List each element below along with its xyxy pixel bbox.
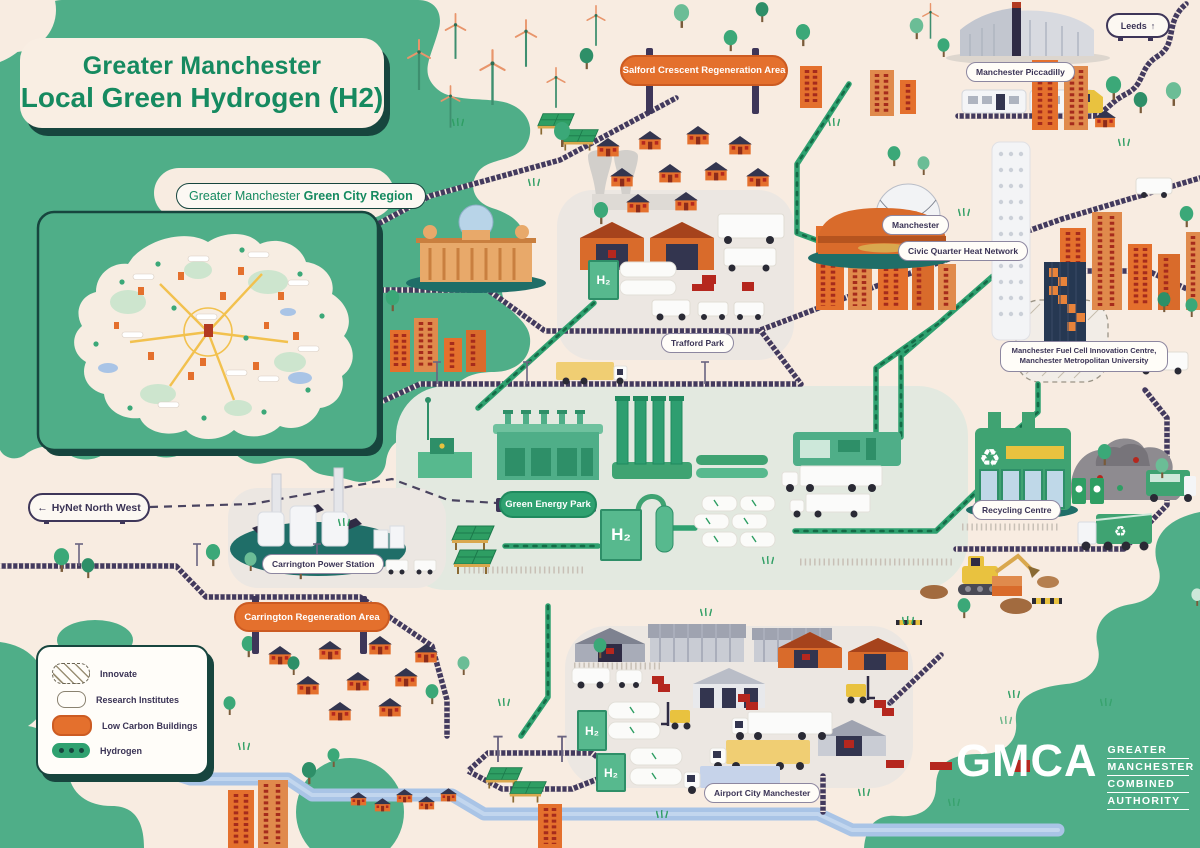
gmca-acronym: GMCA: [956, 735, 1098, 786]
sign-carrington-regeneration: Carrington Regeneration Area: [234, 602, 390, 632]
green-energy-park-complex: [418, 396, 901, 575]
hydrogen-swatch-icon: [52, 743, 90, 758]
poster-title-line2: Local Green Hydrogen (H2): [20, 82, 384, 113]
label-civic-quarter: Civic Quarter Heat Network: [898, 241, 1029, 261]
legend-item-research: Research Institutes: [52, 691, 207, 708]
legend-low-carbon-label: Low Carbon Buildings: [102, 720, 198, 731]
inset-map-panel: [36, 210, 383, 456]
legend-innovate-label: Innovate: [100, 668, 138, 679]
gmca-word: AUTHORITY: [1107, 793, 1190, 810]
label-recycling-centre: Recycling Centre: [972, 500, 1062, 520]
low-carbon-swatch-icon: [52, 715, 92, 736]
label-fuel-cell-line2: Manchester Metropolitan University: [1019, 356, 1149, 366]
poster-title-card: Greater Manchester Local Green Hydrogen …: [20, 38, 384, 128]
fences: [464, 523, 1060, 670]
research-swatch-icon: [57, 691, 86, 708]
label-fuel-cell-line1: Manchester Fuel Cell Innovation Centre,: [1011, 346, 1157, 355]
label-fuel-cell-centre: Manchester Fuel Cell Innovation Centre, …: [1000, 341, 1168, 372]
gmca-logo: GMCA GREATER MANCHESTER COMBINED AUTHORI…: [956, 735, 1193, 810]
h2-plant-label: H₂: [600, 509, 642, 561]
h2-plant-label: H₂: [596, 753, 626, 792]
label-carrington-power-station: Carrington Power Station: [262, 554, 385, 574]
label-trafford-park: Trafford Park: [661, 333, 734, 353]
legend-item-low-carbon: Low Carbon Buildings: [52, 715, 207, 736]
label-airport-city: Airport City Manchester: [704, 783, 821, 803]
piccadilly-station: [946, 2, 1110, 65]
railway-lines: [0, 1, 1200, 815]
fuel-cell-centre: [1038, 262, 1092, 352]
arrow-up-icon: ↑: [1150, 20, 1156, 31]
label-manchester-piccadilly: Manchester Piccadilly: [966, 62, 1075, 82]
label-manchester: Manchester: [882, 215, 950, 235]
poster-title-line1: Greater Manchester: [82, 52, 322, 80]
sign-hynet-north-west: ← HyNet North West: [28, 493, 150, 522]
inset-map-title-bold: Green City Region: [303, 189, 413, 203]
gmca-word: COMBINED: [1107, 776, 1190, 793]
sign-leeds-label: Leeds: [1120, 20, 1147, 31]
h2-plant-label: H₂: [577, 710, 607, 751]
construction-zone: [896, 553, 1062, 625]
hynet-dashed-line: [149, 477, 498, 509]
west-clusters: [74, 318, 710, 848]
legend-hydrogen-label: Hydrogen: [100, 745, 143, 756]
gmca-word: MANCHESTER: [1107, 759, 1193, 776]
arrow-left-icon: ←: [37, 501, 48, 514]
svg-text:♻: ♻: [979, 444, 1001, 472]
sign-green-energy-park: Green Energy Park: [499, 491, 597, 518]
map-legend: Innovate Research Institutes Low Carbon …: [36, 645, 209, 776]
gmca-word: GREATER: [1107, 742, 1190, 759]
sign-gep-label: Green Energy Park: [505, 499, 591, 510]
legend-item-innovate: Innovate: [52, 663, 207, 684]
legend-research-label: Research Institutes: [96, 694, 180, 705]
inset-map-title: Greater Manchester Green City Region: [176, 183, 426, 209]
svg-text:♻: ♻: [1114, 524, 1127, 540]
sign-salford-crescent-label: Salford Crescent Regeneration Area: [622, 65, 786, 76]
inset-map-title-regular: Greater Manchester: [189, 189, 301, 203]
h2-plant-label: H₂: [588, 260, 619, 300]
innovate-swatch-icon: [52, 663, 90, 684]
sign-hynet-label: HyNet North West: [51, 501, 141, 514]
sign-carrington-label: Carrington Regeneration Area: [244, 611, 380, 623]
town-hall: [406, 204, 546, 293]
sign-leeds: Leeds ↑: [1106, 13, 1170, 38]
salford-industrial: [580, 150, 785, 321]
sign-salford-crescent: Salford Crescent Regeneration Area: [620, 55, 788, 86]
legend-item-hydrogen: Hydrogen: [52, 743, 207, 758]
gmca-wordmark: GREATER MANCHESTER COMBINED AUTHORITY: [1107, 742, 1193, 810]
